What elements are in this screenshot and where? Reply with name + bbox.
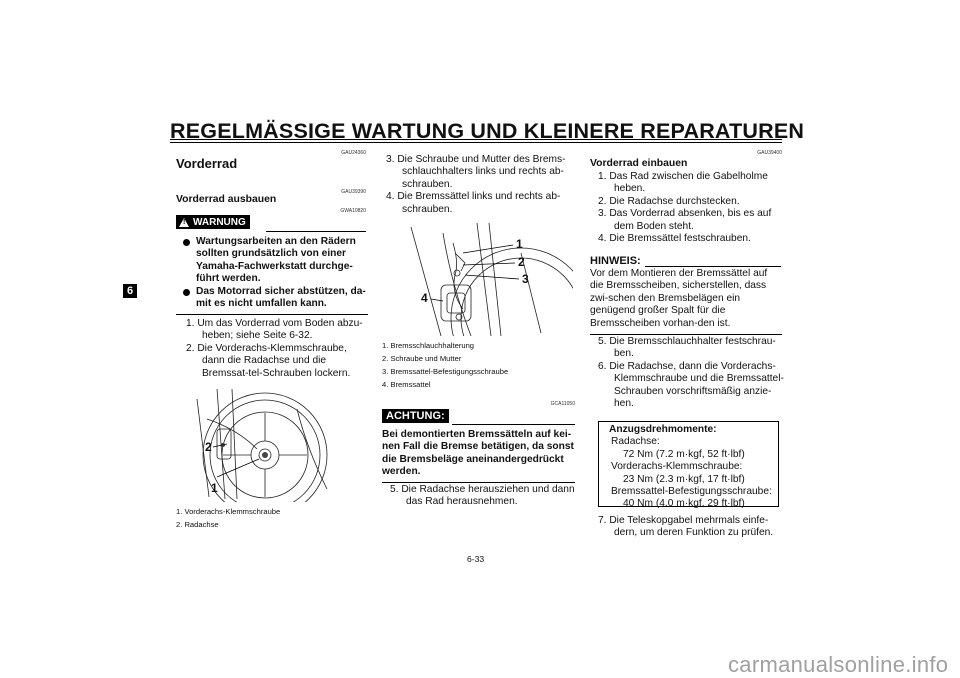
callout-2: 2 bbox=[205, 440, 212, 454]
warning-item: Das Motorrad sicher abstützen, da-mit es… bbox=[176, 286, 368, 311]
torque-title: Anzugsdrehmomente: bbox=[609, 424, 717, 435]
ref-code: GAU39390 bbox=[341, 189, 366, 195]
step-item: 4. Die Bremssättel links und rechts ab-s… bbox=[386, 191, 561, 215]
torque-box: Anzugsdrehmomente: Radachse: 72 Nm (7.2 … bbox=[598, 421, 779, 510]
caution-end-rule bbox=[382, 482, 575, 483]
caption: 3. Bremssattel-Befestigungsschraube bbox=[382, 367, 509, 376]
step-item: 6. Die Radachse, dann die Vorderachs-Kle… bbox=[598, 360, 784, 410]
note-end-rule bbox=[590, 334, 782, 335]
steps-list: 3. Die Schraube und Mutter des Brems-sch… bbox=[386, 154, 576, 216]
note-rule bbox=[645, 266, 781, 267]
step-item: 5. Die Radachse herausziehen und dann da… bbox=[390, 484, 575, 508]
ref-code: GAU39400 bbox=[757, 150, 782, 156]
caption: 2. Schraube und Mutter bbox=[382, 354, 462, 363]
step-item: 2. Die Vorderachs-Klemmschraube, dann di… bbox=[186, 342, 351, 379]
title-rule bbox=[170, 139, 782, 143]
step-item: 2. Die Radachse durchstecken. bbox=[598, 195, 740, 207]
ref-code: GAU24360 bbox=[341, 150, 366, 156]
bullet-icon bbox=[183, 288, 190, 296]
ref-code: GWA10820 bbox=[340, 208, 366, 214]
callout-3: 3 bbox=[522, 272, 529, 286]
step-item: 4. Die Bremssättel festschrauben. bbox=[598, 233, 751, 245]
callout-1: 1 bbox=[211, 481, 218, 495]
caption: 1. Bremsschlauchhalterung bbox=[382, 341, 475, 350]
chapter-tab: 6 bbox=[123, 284, 137, 298]
subsection-title: Vorderrad einbauen bbox=[590, 158, 688, 169]
torque-name: Bremssattel-Befestigungsschraube: bbox=[611, 486, 772, 498]
torque-value: 72 Nm (7.2 m·kgf, 52 ft·lbf) bbox=[623, 448, 745, 460]
torque-name: Radachse: bbox=[611, 436, 660, 448]
caution-badge: ACHTUNG: bbox=[382, 409, 449, 423]
warning-list: Wartungsarbeiten an den Rädern sollten g… bbox=[176, 236, 368, 310]
brake-caliper-illustration bbox=[410, 222, 592, 389]
steps-list: 1. Das Rad zwischen die Gabelholme heben… bbox=[598, 171, 784, 245]
callout-4: 4 bbox=[421, 291, 428, 305]
torque-value: 23 Nm (2.3 m·kgf, 17 ft·lbf) bbox=[623, 473, 745, 485]
step-item: 7. Die Teleskopgabel mehrmals einfe-dern… bbox=[598, 515, 774, 539]
step-item: 1. Das Rad zwischen die Gabelholme heben… bbox=[598, 171, 768, 195]
figure-captions: 1. Bremsschlauchhalterung 2. Schraube un… bbox=[382, 339, 508, 391]
callout-1: 1 bbox=[516, 237, 523, 251]
callout-2: 2 bbox=[518, 255, 525, 269]
step-item: 3. Das Vorderrad absenken, bis es auf de… bbox=[598, 208, 772, 232]
figure-captions: 1. Vorderachs-Klemmschraube 2. Radachse bbox=[176, 505, 280, 531]
front-wheel-figure: 2 1 bbox=[177, 388, 367, 518]
warning-icon: ! bbox=[179, 218, 189, 227]
page-number: 6-33 bbox=[467, 554, 485, 564]
bullet-icon bbox=[183, 239, 190, 246]
warning-end-rule bbox=[176, 314, 368, 315]
note-text: Vor dem Montieren der Bremssättel auf di… bbox=[590, 268, 768, 329]
note-label: HINWEIS: bbox=[590, 255, 641, 267]
warning-item: Wartungsarbeiten an den Rädern sollten g… bbox=[176, 236, 368, 286]
torque-value: 40 Nm (4.0 m·kgf, 29 ft·lbf) bbox=[623, 498, 745, 510]
watermark: carmanualsonline.info bbox=[728, 652, 949, 677]
step-item: 3. Die Schraube und Mutter des Brems-sch… bbox=[386, 154, 566, 190]
caution-text: Bei demontierten Bremssätteln auf kei-ne… bbox=[382, 429, 574, 478]
torque-name: Vorderachs-Klemmschraube: bbox=[611, 461, 743, 473]
caption: 1. Vorderachs-Klemmschraube bbox=[176, 507, 281, 516]
steps-list: 1. Um das Vorderrad vom Boden abzu-heben… bbox=[186, 318, 368, 380]
caption: 4. Bremssattel bbox=[382, 380, 431, 389]
warning-rule bbox=[266, 231, 366, 232]
warning-badge: ! WARNUNG bbox=[176, 215, 250, 229]
caution-rule bbox=[452, 424, 575, 425]
warning-label: WARNUNG bbox=[193, 217, 246, 228]
ref-code: GCA11050 bbox=[550, 401, 575, 407]
caption: 2. Radachse bbox=[176, 520, 219, 529]
step-item: 5. Die Bremsschlauchhalter festschrau-be… bbox=[598, 336, 776, 360]
step-item: 1. Um das Vorderrad vom Boden abzu-heben… bbox=[186, 318, 363, 342]
subsection-title: Vorderrad ausbauen bbox=[176, 194, 277, 205]
brake-caliper-figure: 1 2 3 4 bbox=[381, 222, 592, 389]
steps-list: 5. Die Bremsschlauchhalter festschrau-be… bbox=[598, 336, 784, 410]
section-title: Vorderrad bbox=[176, 156, 238, 171]
